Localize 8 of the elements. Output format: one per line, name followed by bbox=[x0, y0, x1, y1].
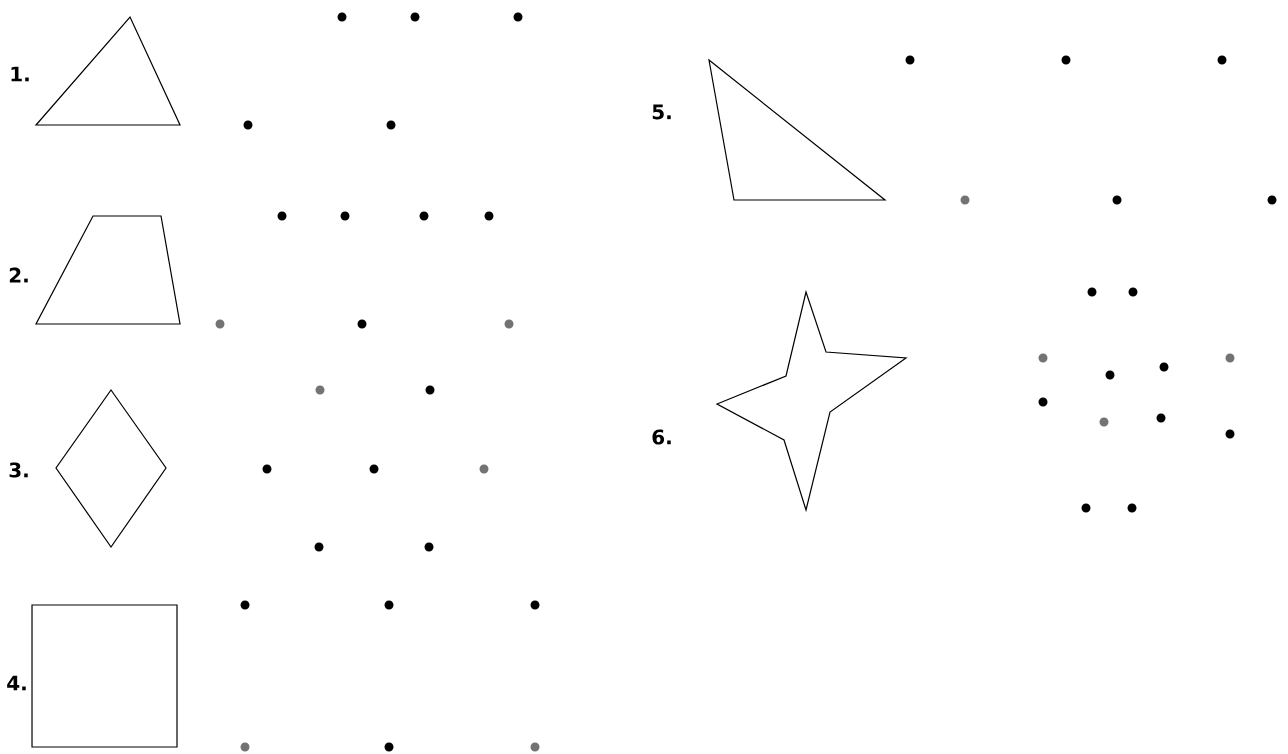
item-number: 4. bbox=[7, 675, 26, 691]
item-number: 1. bbox=[11, 66, 29, 82]
item-number: 3. bbox=[9, 462, 28, 478]
item-number: 5. bbox=[652, 104, 671, 120]
item-number: 6. bbox=[652, 429, 671, 445]
square-outline bbox=[31, 604, 178, 748]
trapezoid-outline bbox=[35, 215, 181, 325]
item-number: 2. bbox=[9, 267, 28, 283]
